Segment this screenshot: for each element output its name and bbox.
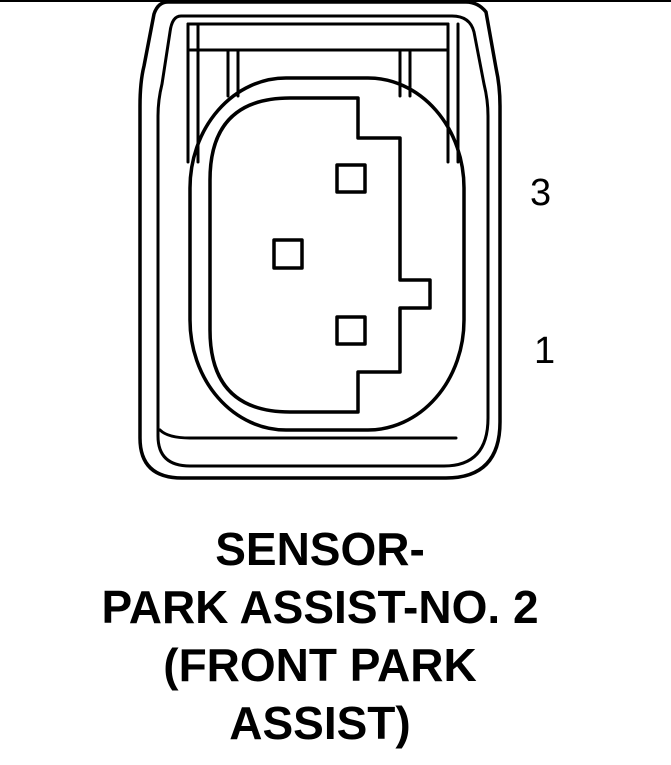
terminal-2 [272, 238, 304, 270]
connector-face-drawing [138, 0, 502, 480]
caption-line-3: (FRONT PARK [163, 639, 477, 691]
housing-inner-outline [156, 14, 490, 468]
caption-line-2: PARK ASSIST-NO. 2 [101, 581, 539, 633]
caption-line-4: ASSIST) [229, 697, 411, 749]
connector-caption: SENSOR- PARK ASSIST-NO. 2 (FRONT PARK AS… [0, 520, 640, 752]
pin-number-1-label: 1 [534, 330, 556, 372]
terminal-1 [335, 315, 367, 346]
terminal-3 [335, 163, 367, 194]
cavity-outer-outline [188, 76, 466, 432]
caption-line-1: SENSOR- [215, 523, 425, 575]
housing-bottom-ledge [158, 428, 458, 440]
latch-left-tab [226, 48, 240, 98]
housing-outer-outline [138, 0, 502, 480]
cavity-inner-keyed-outline [208, 96, 432, 414]
pin-number-3-label: 3 [530, 172, 552, 214]
